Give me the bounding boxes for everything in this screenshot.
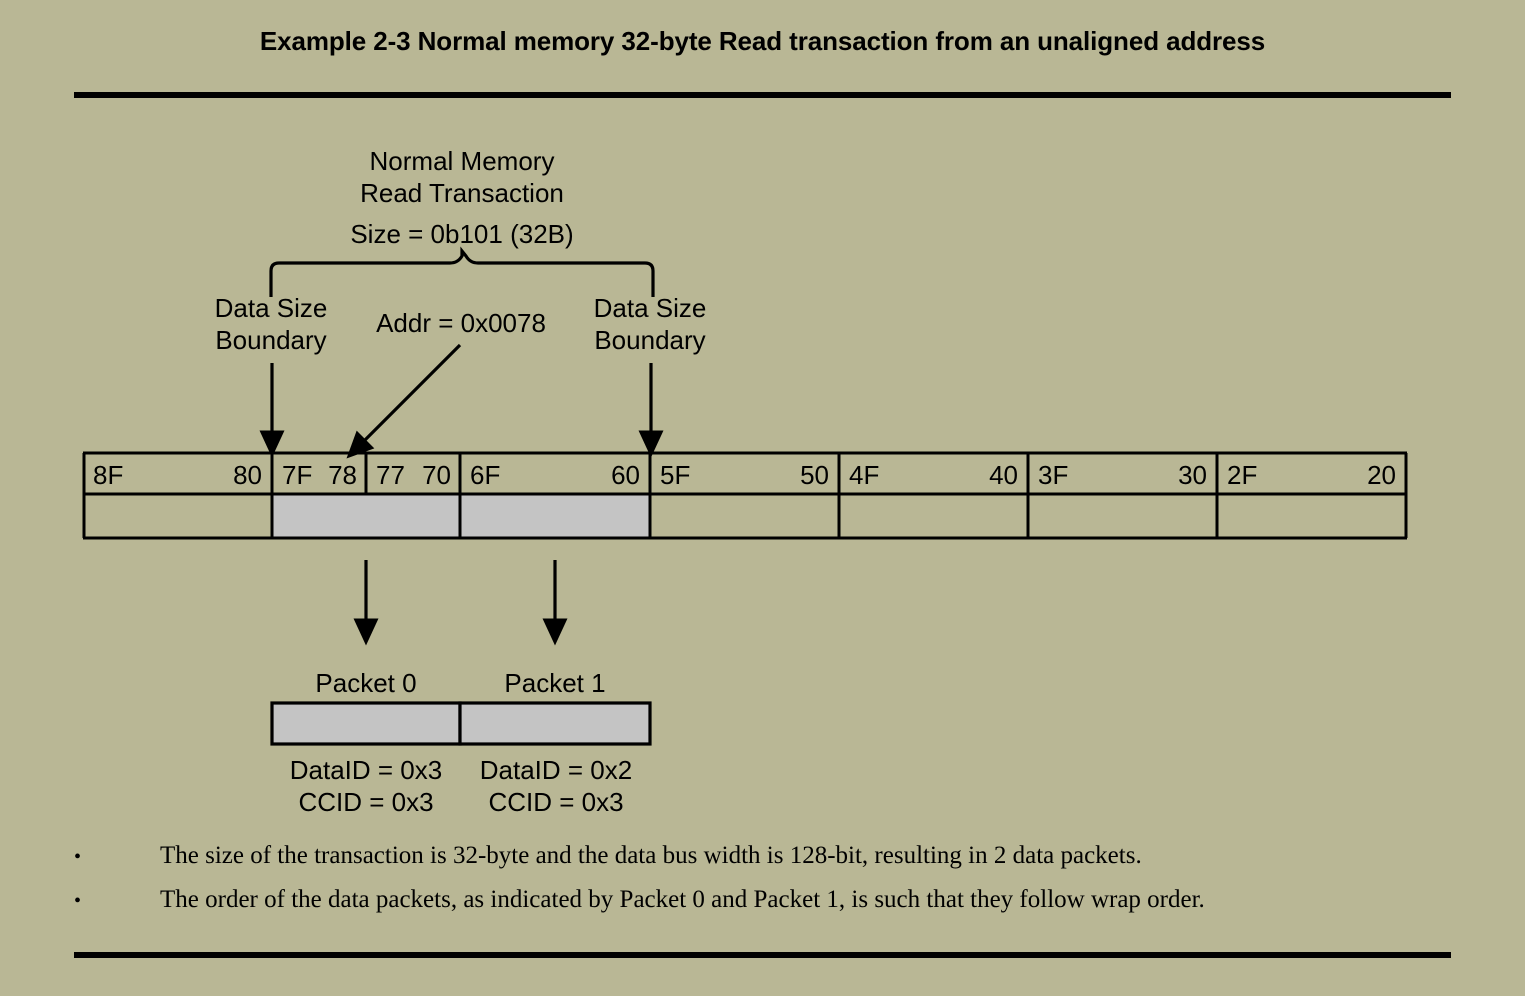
packet-0-box — [270, 701, 462, 746]
right-boundary-label-line1: Data Size — [594, 293, 707, 323]
list-item: • The order of the data packets, as indi… — [74, 886, 1454, 914]
memory-cell-7-start: 2F — [1227, 460, 1257, 490]
memory-cell-7-end: 20 — [1367, 460, 1396, 490]
memory-cell-3-end: 60 — [611, 460, 640, 490]
memory-cell-2-start: 77 — [376, 460, 405, 490]
transaction-label-line1: Normal Memory — [370, 146, 555, 176]
memory-cell-5-start: 4F — [849, 460, 879, 490]
right-boundary-label-line2: Boundary — [594, 325, 705, 355]
memory-cell-6-end: 30 — [1178, 460, 1207, 490]
packet-0-title: Packet 0 — [315, 668, 416, 698]
page-title: Example 2-3 Normal memory 32-byte Read t… — [259, 26, 1266, 56]
address-label: Addr = 0x0078 — [376, 308, 546, 338]
memory-cell-4-start: 5F — [660, 460, 690, 490]
memory-cell-1-end: 78 — [328, 460, 357, 490]
memory-cell-0-start: 8F — [93, 460, 123, 490]
packet-1-ccid: CCID = 0x3 — [488, 787, 623, 817]
packet-1-dataid: DataID = 0x2 — [480, 755, 632, 785]
packet-1-box — [458, 701, 652, 746]
left-boundary-label-line1: Data Size — [215, 293, 328, 323]
list-item: • The size of the transaction is 32-byte… — [74, 842, 1454, 870]
left-boundary-label-line2: Boundary — [215, 325, 326, 355]
transaction-span-brace — [269, 246, 655, 297]
memory-cell-0-end: 80 — [233, 460, 262, 490]
memory-cell-1-start: 7F — [282, 460, 312, 490]
horizontal-rule-top — [74, 92, 1451, 98]
packet-0-dataid: DataID = 0x3 — [290, 755, 442, 785]
note-text: The order of the data packets, as indica… — [160, 886, 1205, 913]
memory-cell-shaded-packet1 — [460, 495, 650, 538]
horizontal-rule-bottom — [74, 952, 1451, 958]
transaction-label-line2: Read Transaction — [360, 178, 564, 208]
packet-0-ccid: CCID = 0x3 — [298, 787, 433, 817]
note-text: The size of the transaction is 32-byte a… — [160, 842, 1142, 869]
notes-list: • The size of the transaction is 32-byte… — [74, 842, 1454, 930]
memory-cell-4-end: 50 — [800, 460, 829, 490]
memory-cell-2-end: 70 — [422, 460, 451, 490]
memory-cell-3-start: 6F — [470, 460, 500, 490]
bullet-icon: • — [74, 846, 82, 868]
bullet-icon: • — [74, 890, 82, 912]
memory-cell-5-end: 40 — [989, 460, 1018, 490]
packet-1-title: Packet 1 — [504, 668, 605, 698]
memory-cell-6-start: 3F — [1038, 460, 1068, 490]
transaction-size-label: Size = 0b101 (32B) — [350, 219, 573, 249]
memory-cell-shaded-packet0 — [272, 495, 460, 538]
address-pointer-arrow — [346, 343, 462, 459]
